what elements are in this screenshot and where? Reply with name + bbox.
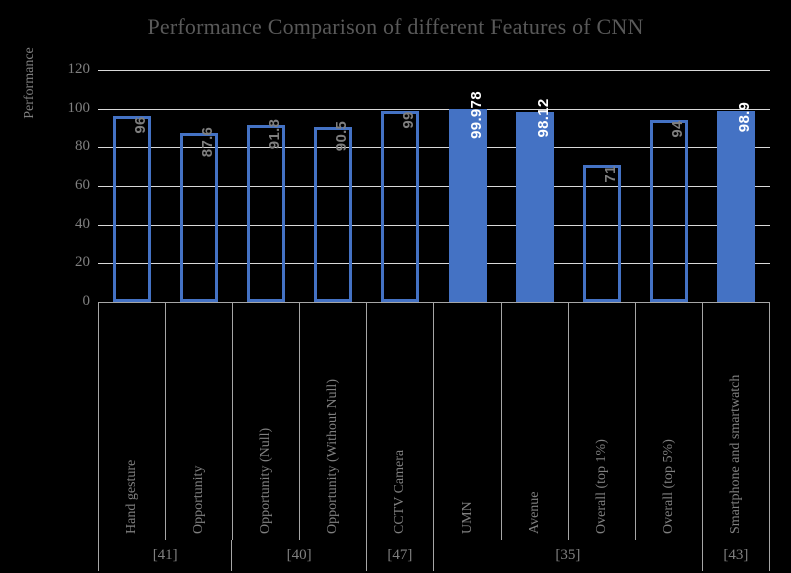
- y-axis-tick-label: 60: [75, 177, 90, 193]
- bars-layer: 96 87.6 91.8 90.5 99 99.978 98.12 71 94 98.9: [98, 70, 770, 302]
- group-label-4: [43]: [703, 540, 770, 571]
- category-axis: Hand gesture Opportunity Opportunity (Null…: [98, 302, 770, 540]
- gridline: [98, 263, 770, 265]
- category-tick-6: Avenue: [502, 303, 569, 540]
- category-label: Overall (top 1%): [593, 439, 609, 534]
- bar-cell: 98.12: [501, 70, 568, 302]
- category-label: Hand gesture: [124, 459, 140, 534]
- bar-cell: 94: [636, 70, 703, 302]
- y-axis-tick-label: 80: [75, 138, 90, 155]
- category-label: Opportunity (Without Null): [325, 379, 341, 534]
- category-tick-5: UMN: [434, 303, 502, 540]
- y-axis-tick-label: 120: [67, 61, 91, 77]
- gridline: [98, 224, 770, 226]
- category-tick-0: Hand gesture: [98, 303, 167, 540]
- category-label: Opportunity: [191, 465, 207, 534]
- y-axis-tick-label: 40: [75, 215, 90, 232]
- bar[interactable]: 96: [112, 116, 151, 302]
- bar[interactable]: 99: [381, 110, 420, 302]
- y-axis-tick-label: 20: [75, 254, 90, 271]
- y-axis-tick-label: 0: [82, 293, 91, 309]
- bar[interactable]: 90.5: [314, 121, 353, 302]
- category-label: Smartphone and smartwatch: [727, 374, 743, 534]
- category-tick-4: CCTV Camera: [367, 303, 435, 540]
- group-label-2: [47]: [367, 540, 434, 571]
- group-label-3: [35]: [434, 540, 703, 571]
- bar-cell: 98.9: [703, 70, 770, 302]
- category-label: Opportunity (Null): [258, 427, 274, 534]
- bar-cell: 90.5: [300, 70, 367, 302]
- bar-value-label: 91.8: [266, 118, 283, 149]
- bar-value-label: 99.978: [467, 90, 485, 139]
- bar[interactable]: 99.978: [448, 91, 487, 302]
- category-tick-1: Opportunity: [166, 303, 234, 540]
- y-axis-tick-labels: 120 100 80 60 40 20 0: [38, 62, 91, 309]
- bar-value-label: 99: [400, 110, 418, 129]
- bar[interactable]: 87.6: [179, 126, 218, 302]
- bar-value-label: 94: [669, 120, 687, 138]
- category-tick-8: Overall (top 5%): [636, 303, 703, 540]
- bar[interactable]: 91.8: [247, 118, 285, 302]
- y-axis-tick-label: 100: [67, 99, 91, 116]
- group-label-1: [40]: [232, 540, 367, 571]
- gridline: [98, 186, 770, 187]
- category-tick-9: Smartphone and smartwatch: [703, 303, 770, 540]
- group-axis: [41][40][47][35][43]: [98, 540, 770, 571]
- chart-title: Performance Comparison of different Feat…: [147, 14, 644, 39]
- group-label-0: [41]: [98, 540, 233, 571]
- bar[interactable]: 98.12: [515, 99, 554, 302]
- category-tick-7: Overall (top 1%): [569, 303, 636, 540]
- gridline: [98, 147, 770, 149]
- bar-value-label: 90.5: [333, 120, 351, 152]
- category-label: UMN: [459, 501, 475, 534]
- category-label: Overall (top 5%): [660, 439, 676, 534]
- gridline: [98, 108, 770, 110]
- bar-cell: 99: [367, 70, 434, 302]
- bar-value-label: 98.12: [534, 98, 552, 138]
- bar-cell: 87.6: [165, 70, 232, 302]
- bar[interactable]: 94: [650, 120, 689, 302]
- bar-value-label: 71: [602, 165, 620, 183]
- bar-value-label: 96: [131, 116, 149, 135]
- category-label: Avenue: [526, 491, 542, 535]
- category-tick-3: Opportunity (Without Null): [300, 303, 368, 540]
- bar-cell: 96: [98, 70, 165, 302]
- gridline: [98, 70, 770, 71]
- bar-cell: 71: [568, 70, 635, 302]
- bar-cell: 99.978: [434, 70, 501, 302]
- bar-value-label: 87.6: [198, 126, 216, 157]
- category-tick-2: Opportunity (Null): [233, 303, 301, 540]
- bar[interactable]: 98.9: [717, 102, 756, 302]
- bar-cell: 91.8: [232, 70, 299, 302]
- bar-value-label: 98.9: [736, 101, 754, 132]
- category-label: CCTV Camera: [392, 449, 408, 534]
- bar[interactable]: 71: [583, 164, 622, 302]
